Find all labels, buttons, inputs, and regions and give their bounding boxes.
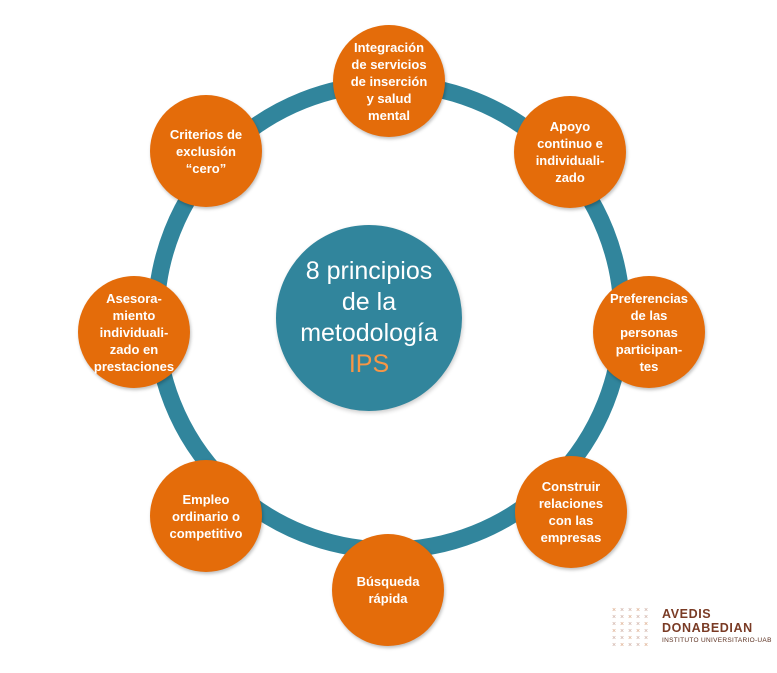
logo-cross-mark-icon: × <box>620 621 625 628</box>
avedis-donabedian-logo: ×××××××××××××××××××××××××××××× AVEDIS DO… <box>612 607 772 657</box>
principle-node-7: Asesora- miento individuali- zado en pre… <box>78 276 190 388</box>
principle-node-8: Criterios de exclusión “cero” <box>150 95 262 207</box>
principle-label: Integración de servicios de inserción y … <box>350 39 428 123</box>
logo-cross-mark-icon: × <box>628 628 633 635</box>
center-title-line-3: metodología <box>300 319 438 347</box>
logo-cross-mark-icon: × <box>620 635 625 642</box>
logo-cross-mark-icon: × <box>628 614 633 621</box>
center-title-line-1: 8 principios <box>305 257 433 285</box>
logo-cross-mark-icon: × <box>644 607 649 614</box>
logo-cross-mark-icon: × <box>644 642 649 649</box>
logo-cross-mark-icon: × <box>628 635 633 642</box>
principle-node-3: Preferencias de las personas participan-… <box>593 276 705 388</box>
principle-node-2: Apoyo continuo e individuali- zado <box>514 96 626 208</box>
logo-dot-grid-icon: ×××××××××××××××××××××××××××××× <box>612 607 656 651</box>
logo-cross-mark-icon: × <box>644 621 649 628</box>
logo-name-line-1: AVEDIS <box>662 607 712 621</box>
logo-cross-mark-icon: × <box>636 607 641 614</box>
logo-cross-mark-icon: × <box>636 635 641 642</box>
logo-cross-mark-icon: × <box>628 607 633 614</box>
principle-node-4: Construir relaciones con las empresas <box>515 456 627 568</box>
logo-cross-mark-icon: × <box>620 628 625 635</box>
center-title-accent: IPS <box>348 350 390 378</box>
logo-cross-mark-icon: × <box>628 621 633 628</box>
logo-cross-mark-icon: × <box>644 614 649 621</box>
logo-cross-mark-icon: × <box>620 614 625 621</box>
logo-cross-mark-icon: × <box>612 642 617 649</box>
logo-cross-mark-icon: × <box>612 621 617 628</box>
logo-cross-mark-icon: × <box>636 621 641 628</box>
logo-cross-mark-icon: × <box>612 614 617 621</box>
logo-subtitle: INSTITUTO UNIVERSITARIO-UAB <box>662 637 772 644</box>
principle-node-5: Búsqueda rápida <box>332 534 444 646</box>
center-title-circle: 8 principios de la metodología IPS <box>276 225 462 411</box>
logo-cross-mark-icon: × <box>612 628 617 635</box>
principle-label: Búsqueda rápida <box>356 574 420 606</box>
principle-node-1: Integración de servicios de inserción y … <box>333 25 445 137</box>
logo-cross-mark-icon: × <box>620 642 625 649</box>
principle-node-6: Empleo ordinario o competitivo <box>150 460 262 572</box>
principle-label: Apoyo continuo e individuali- zado <box>535 119 605 185</box>
principle-label: Criterios de exclusión “cero” <box>169 126 243 176</box>
logo-name-line-2: DONABEDIAN <box>662 621 753 635</box>
logo-cross-mark-icon: × <box>628 642 633 649</box>
logo-cross-mark-icon: × <box>636 614 641 621</box>
center-title-line-2: de la <box>341 288 397 316</box>
logo-cross-mark-icon: × <box>636 628 641 635</box>
principle-label: Preferencias de las personas participan-… <box>609 290 689 374</box>
logo-cross-mark-icon: × <box>636 642 641 649</box>
principle-label: Asesora- miento individuali- zado en pre… <box>93 290 175 374</box>
logo-cross-mark-icon: × <box>644 635 649 642</box>
logo-text: AVEDIS DONABEDIAN INSTITUTO UNIVERSITARI… <box>662 607 772 646</box>
principle-label: Empleo ordinario o competitivo <box>169 491 243 541</box>
logo-cross-mark-icon: × <box>620 607 625 614</box>
logo-cross-mark-icon: × <box>644 628 649 635</box>
principle-label: Construir relaciones con las empresas <box>538 479 604 545</box>
logo-cross-mark-icon: × <box>612 607 617 614</box>
logo-cross-mark-icon: × <box>612 635 617 642</box>
